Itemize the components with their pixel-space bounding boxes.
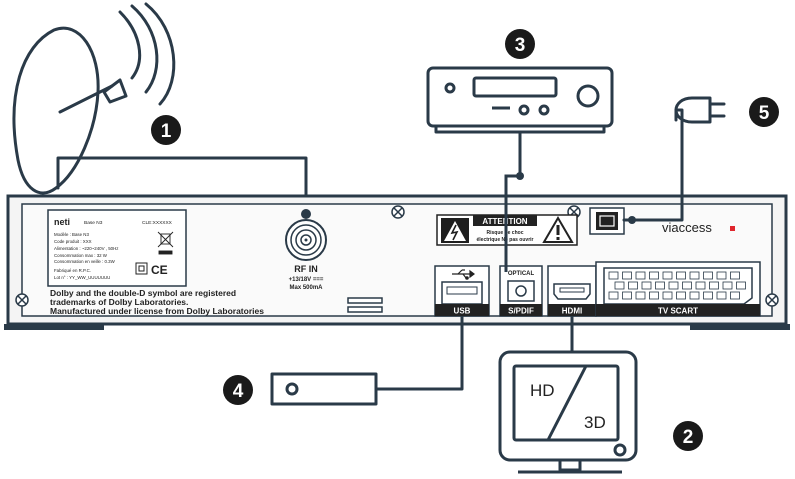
label-model: Base N3 xyxy=(84,220,103,226)
rf-in-spec: Max 500mA xyxy=(289,285,323,291)
svg-text:2: 2 xyxy=(683,427,694,448)
scart-pin xyxy=(641,281,652,290)
callout-badge-2: 2 xyxy=(673,421,703,451)
scart-pin xyxy=(608,271,619,280)
scart-pin xyxy=(649,291,659,300)
dolby-notice: Dolby and the double-D symbol are regist… xyxy=(50,288,264,316)
label-brand: neti xyxy=(54,217,70,227)
double-insulation-icon xyxy=(135,262,148,275)
scart-pin xyxy=(608,291,619,300)
tv-hd-text: HD xyxy=(530,381,555,400)
rf-in-spec: +13/18V === xyxy=(289,277,324,283)
svg-text:1: 1 xyxy=(161,121,172,142)
callout-badge-1: 1 xyxy=(151,115,181,145)
scart-pin xyxy=(689,271,700,280)
scart-pin xyxy=(662,291,673,300)
scart-pin xyxy=(635,271,646,280)
label-line: Modèle : Base N3 xyxy=(54,232,89,237)
power-input-port[interactable] xyxy=(589,207,625,235)
power-plug-icon xyxy=(622,96,726,222)
label-cle: CLE:XXXXXX xyxy=(142,220,173,226)
ce-mark: CE xyxy=(151,263,168,277)
scart-pin xyxy=(709,281,719,290)
scart-pin xyxy=(730,271,740,280)
tv-monitor-icon xyxy=(498,316,638,474)
scart-pin xyxy=(716,291,727,300)
scart-pin xyxy=(628,281,638,290)
vent-slots xyxy=(347,297,383,313)
scart-pin xyxy=(662,271,673,280)
weee-bin-icon xyxy=(157,231,174,255)
label-line: Fabriqué en R.P.C. xyxy=(54,268,91,273)
usb-storage-device-icon xyxy=(270,316,464,406)
viaccess-logo: viaccess xyxy=(662,220,712,235)
svg-text:3: 3 xyxy=(515,35,526,56)
rf-in-port[interactable] xyxy=(285,209,327,261)
scart-pin xyxy=(703,291,713,300)
scart-pin xyxy=(668,281,679,290)
optical-label: OPTICAL xyxy=(508,271,535,277)
spdif-label: S/PDIF xyxy=(508,307,534,316)
scart-pin xyxy=(655,281,665,290)
audio-amplifier-icon xyxy=(426,66,614,134)
scart-pin xyxy=(716,271,727,280)
hdmi-label: HDMI xyxy=(562,307,582,316)
scart-pin xyxy=(736,281,746,290)
scart-pin xyxy=(682,281,692,290)
usb-icon xyxy=(452,269,475,280)
scart-label: TV SCART xyxy=(658,307,698,316)
scart-pin xyxy=(622,291,632,300)
label-line: Consommation en veille : 0.3W xyxy=(54,259,116,264)
scart-pin xyxy=(635,291,646,300)
scart-pin xyxy=(722,281,733,290)
satellite-dish-icon xyxy=(12,2,308,216)
usb-port-label: USB xyxy=(454,307,471,316)
svg-text:5: 5 xyxy=(759,103,770,124)
callout-badge-4: 4 xyxy=(223,375,253,405)
viaccess-dot xyxy=(730,226,735,231)
label-line: Alimentation : ~220~240V , 50Hz xyxy=(54,246,118,251)
scart-pin xyxy=(676,271,686,280)
scart-pin xyxy=(649,271,659,280)
dolby-line: Dolby and the double-D symbol are regist… xyxy=(50,288,236,298)
rf-in-title: RF IN xyxy=(294,264,318,274)
label-line: Lot n° : YY_WW_UUUUUUU xyxy=(54,275,110,280)
scart-pin xyxy=(689,291,700,300)
tv-scart-port[interactable]: TV SCART xyxy=(595,261,761,317)
label-line: Consommation max : 32 W xyxy=(54,253,108,258)
scart-pin xyxy=(622,271,632,280)
scart-pin xyxy=(703,271,713,280)
scart-pin xyxy=(676,291,686,300)
dolby-line: trademarks of Dolby Laboratories. xyxy=(50,297,188,307)
label-line: Code produit : XXX xyxy=(54,239,92,244)
svg-text:4: 4 xyxy=(233,381,244,402)
callout-badge-5: 5 xyxy=(749,97,779,127)
spdif-optical-port[interactable]: OPTICAL S/PDIF xyxy=(499,265,543,317)
tv-3d-text: 3D xyxy=(584,413,606,432)
product-label: neti Base N3 CLE:XXXXXX Modèle : Base N3… xyxy=(47,209,187,287)
dolby-line: Manufactured under license from Dolby La… xyxy=(50,306,264,316)
hdmi-port[interactable]: HDMI xyxy=(547,265,597,317)
scart-pin xyxy=(730,291,740,300)
callout-badge-3: 3 xyxy=(505,29,535,59)
scart-pin xyxy=(614,281,625,290)
scart-pin xyxy=(695,281,706,290)
